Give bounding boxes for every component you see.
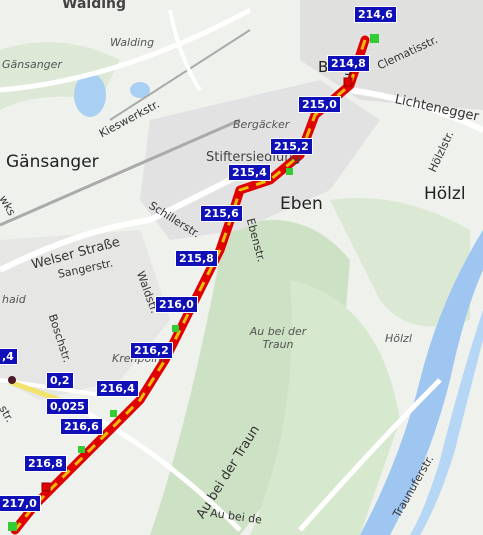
km-marker[interactable]: 214,8 (327, 55, 370, 72)
km-marker[interactable]: 217,0 (0, 495, 41, 512)
km-marker[interactable]: 216,2 (130, 342, 173, 359)
km-marker[interactable]: 214,6 (354, 6, 397, 23)
km-marker[interactable]: 216,4 (96, 380, 139, 397)
place-eben: Eben (280, 194, 323, 214)
km-marker[interactable]: 216,0 (155, 296, 198, 313)
place-hoelzl-small: Hölzl (385, 332, 412, 345)
km-marker[interactable]: 215,8 (175, 250, 218, 267)
place-haid: haid (2, 293, 26, 306)
place-gaensanger: Gänsanger (6, 152, 99, 172)
place-walding-top: Walding (62, 0, 126, 12)
side-marker[interactable]: 0,2 (46, 372, 74, 389)
side-marker[interactable]: 0,025 (46, 398, 89, 415)
km-marker[interactable]: 215,0 (298, 96, 341, 113)
km-marker[interactable]: 216,6 (60, 418, 103, 435)
km-marker[interactable]: 215,2 (270, 138, 313, 155)
km-marker[interactable]: 216,8 (24, 455, 67, 472)
place-walding: Walding (110, 36, 155, 49)
place-gaensanger-small: Gänsanger (2, 58, 62, 71)
km-marker[interactable]: 215,4 (228, 164, 271, 181)
km-marker[interactable]: 215,6 (200, 205, 243, 222)
place-hoelzl: Hölzl (424, 184, 466, 204)
side-marker[interactable]: ,4 (0, 348, 18, 365)
place-bergaecker: Bergäcker (233, 118, 290, 131)
place-au-bei-der-traun: Au bei der Traun (249, 325, 307, 351)
